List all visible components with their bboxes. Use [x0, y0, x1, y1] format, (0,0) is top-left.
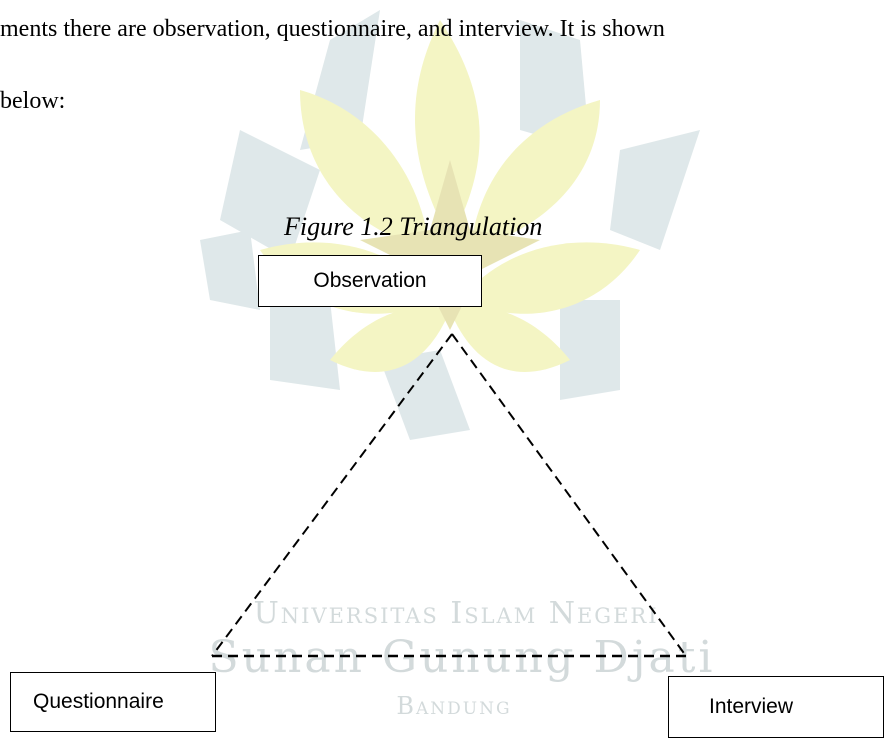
node-interview: Interview — [668, 676, 884, 738]
edge-observation-interview — [451, 333, 687, 657]
paragraph-line-2: below: — [0, 88, 66, 114]
watermark-university-line3: Bandung — [396, 692, 512, 720]
edge-observation-questionnaire — [211, 333, 453, 657]
node-observation: Observation — [258, 255, 482, 307]
watermark-university-line2: Sunan Gunung Djati — [208, 632, 716, 683]
figure-caption: Figure 1.2 Triangulation — [284, 212, 543, 241]
node-questionnaire: Questionnaire — [10, 672, 216, 732]
paragraph-line-1: ments there are observation, questionnai… — [0, 16, 665, 42]
watermark-university-line1: Universitas Islam Negeri — [253, 596, 659, 631]
